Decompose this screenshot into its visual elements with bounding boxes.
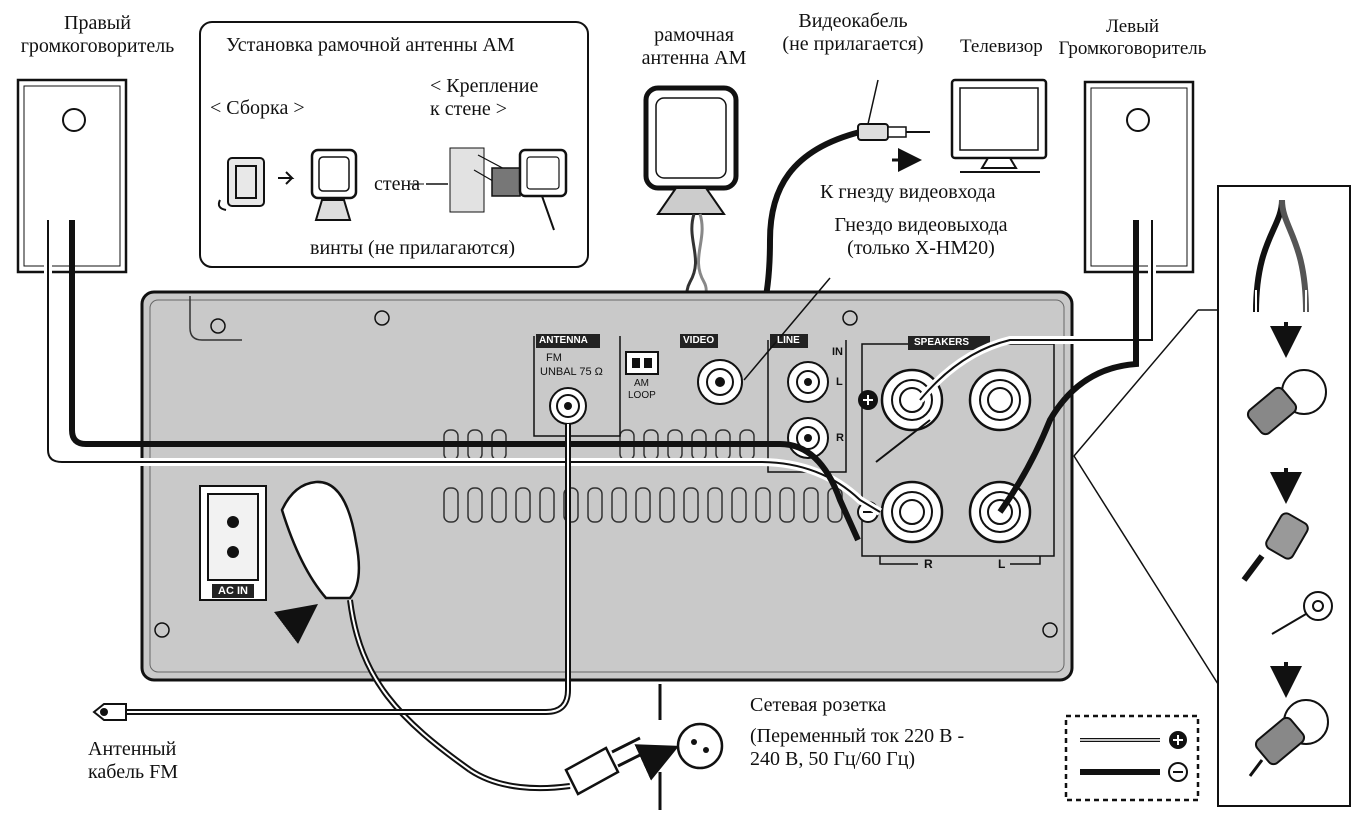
outlet-label-line3: 240 В, 50 Гц/60 Гц) bbox=[750, 748, 916, 770]
video-cable-label-line1: Видеокабель bbox=[798, 10, 908, 32]
panel-speakers-label: SPEAKERS bbox=[914, 337, 970, 348]
panel-speaker-l-label: L bbox=[998, 557, 1006, 571]
right-speaker-label: Правый громкоговоритель bbox=[10, 12, 185, 58]
tv-label: Телевизор bbox=[960, 36, 1043, 57]
wall-label: стена bbox=[374, 173, 421, 195]
speaker-terminals bbox=[880, 368, 1032, 544]
fm-cable-label-line1: Антенный bbox=[88, 738, 177, 760]
left-speaker-label-line1: Левый bbox=[1105, 16, 1160, 37]
wall-mount-label-line2: к стене > bbox=[430, 98, 508, 120]
fm-cable-label-line2: кабель FM bbox=[88, 761, 179, 783]
speaker-wires bbox=[44, 220, 1156, 542]
fm-cable-label: Антенный кабель FM bbox=[88, 738, 178, 784]
panel-am-label: AM bbox=[634, 378, 649, 389]
wall-mount-label: < Крепление к стене > bbox=[430, 75, 538, 121]
am-install-inset bbox=[199, 21, 589, 268]
video-out-label-line2: (только X-HM20) bbox=[847, 237, 995, 259]
am-antenna-label: рамочная антенна АМ bbox=[614, 24, 774, 70]
outlet-label: Сетевая розетка (Переменный ток 220 В - … bbox=[750, 694, 964, 771]
outlet-label-line1: Сетевая розетка bbox=[750, 694, 887, 716]
panel-line-l-label: L bbox=[836, 376, 843, 388]
tv bbox=[950, 78, 1048, 173]
assembly-label: < Сборка > bbox=[210, 97, 305, 119]
left-speaker-label-line2: Громкоговоритель bbox=[1058, 37, 1207, 59]
panel-line-r-label: R bbox=[836, 432, 844, 444]
panel-ac-in-label: AC IN bbox=[218, 585, 248, 597]
power-cord bbox=[274, 480, 647, 796]
left-speaker bbox=[1083, 80, 1195, 274]
wall-mount-label-line1: < Крепление bbox=[430, 75, 539, 97]
video-out-label-line1: Гнездо видеовыхода bbox=[834, 214, 1008, 236]
panel-unbal-label: UNBAL 75 Ω bbox=[540, 366, 603, 378]
am-install-title: Установка рамочной антенны АМ bbox=[226, 34, 515, 56]
panel-line-label: LINE bbox=[777, 335, 800, 346]
speaker-wire-steps-panel bbox=[1073, 185, 1351, 807]
panel-speaker-r-label: R bbox=[924, 557, 933, 571]
left-speaker-label: Левый Громкоговоритель bbox=[1050, 16, 1215, 60]
polarity-legend bbox=[1064, 714, 1200, 802]
main-unit bbox=[140, 290, 1074, 682]
outlet-label-line2: (Переменный ток 220 В - bbox=[750, 725, 965, 747]
am-antenna-label-line1: рамочная bbox=[654, 24, 734, 46]
am-antenna-label-line2: антенна АМ bbox=[641, 47, 747, 69]
video-out-label: Гнездо видеовыхода (только X-HM20) bbox=[796, 214, 1046, 260]
right-speaker-label-line2: громкоговоритель bbox=[20, 35, 175, 57]
screws-label: винты (не прилагаются) bbox=[310, 237, 516, 259]
wall-outlet bbox=[634, 684, 724, 810]
video-cable-label: Видеокабель (не прилагается) bbox=[756, 10, 950, 56]
video-in-label: К гнезду видеовхода bbox=[820, 181, 996, 203]
panel-antenna-label: ANTENNA bbox=[539, 335, 588, 346]
panel-fm-label: FM bbox=[546, 352, 562, 364]
right-speaker-label-line1: Правый bbox=[64, 12, 131, 34]
video-cable-label-line2: (не прилагается) bbox=[782, 33, 924, 55]
panel-video-label: VIDEO bbox=[683, 335, 715, 346]
panel-loop-label: LOOP bbox=[628, 390, 656, 401]
panel-in-label: IN bbox=[832, 346, 843, 358]
fm-antenna-cable bbox=[92, 424, 571, 721]
